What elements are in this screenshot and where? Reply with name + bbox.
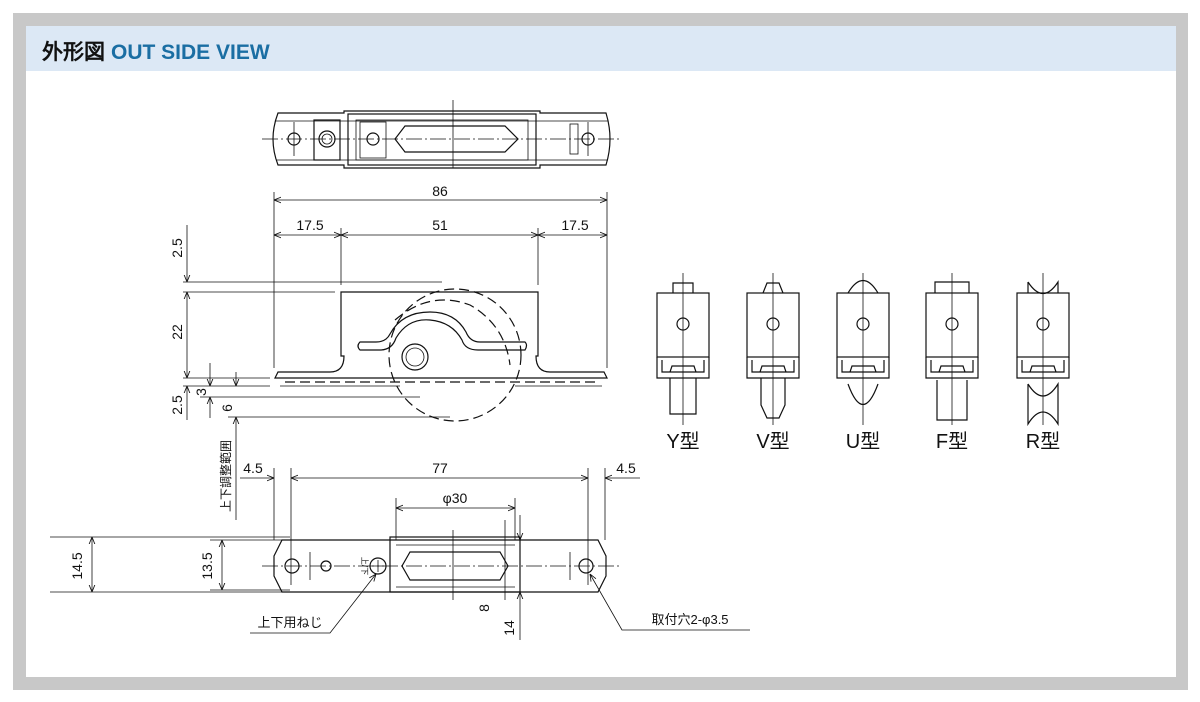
dim-overall-width: 86 bbox=[432, 183, 448, 199]
wheel-type-label: F型 bbox=[936, 430, 968, 453]
dim-wheel-protrusion: 6 bbox=[219, 404, 235, 412]
wheel-type-v: V型 bbox=[746, 273, 800, 453]
wheel-type-u: U型 bbox=[836, 273, 890, 453]
dim-hole-pitch: 77 bbox=[432, 460, 448, 476]
screw-label: 上下用ねじ bbox=[257, 615, 322, 630]
wheel-type-label: R型 bbox=[1026, 430, 1060, 453]
dim-bottom-gap: 2.5 bbox=[169, 395, 185, 415]
wheel-type-r: R型 bbox=[1016, 273, 1070, 453]
dim-left-edge: 4.5 bbox=[243, 460, 263, 476]
dim-outer-height: 14.5 bbox=[69, 552, 85, 579]
dim-housing-width: 14 bbox=[501, 620, 517, 636]
dim-right-offset: 17.5 bbox=[561, 217, 588, 233]
hole-label: 取付穴2-φ3.5 bbox=[651, 612, 728, 627]
dim-wheel-diameter: φ30 bbox=[443, 490, 468, 506]
section-header bbox=[26, 26, 1176, 71]
bottom-view: 4.5 77 4.5 φ30 上/下 14.5 13.5 8 14 bbox=[50, 460, 750, 640]
title-en: OUT SIDE VIEW bbox=[111, 41, 270, 64]
top-view bbox=[262, 100, 620, 169]
screw-mark: 上/下 bbox=[360, 557, 369, 575]
dim-body-height: 22 bbox=[169, 324, 185, 340]
wheel-type-label: V型 bbox=[756, 430, 789, 453]
wheel-type-label: U型 bbox=[846, 430, 880, 453]
dim-wheel-width: 8 bbox=[476, 604, 492, 612]
dim-right-edge: 4.5 bbox=[616, 460, 636, 476]
title-jp: 外形図 bbox=[42, 40, 105, 64]
dim-body-width: 51 bbox=[432, 217, 448, 233]
content-panel bbox=[26, 26, 1176, 677]
wheel-type-y: Y型 bbox=[656, 273, 710, 453]
adjust-range-label: 上下調整範囲 bbox=[218, 440, 233, 512]
section-title: 外形図 OUT SIDE VIEW bbox=[42, 36, 270, 66]
dim-inner-height: 13.5 bbox=[199, 552, 215, 579]
wheel-type-label: Y型 bbox=[666, 430, 699, 453]
wheel-types: Y型 V型 U型 F型 R型 bbox=[656, 273, 1070, 453]
wheel-bottom-shape bbox=[1027, 381, 1059, 427]
dim-rail: 3 bbox=[193, 388, 209, 396]
dim-left-offset: 17.5 bbox=[296, 217, 323, 233]
side-view: 86 17.5 51 17.5 2.5 22 2.5 3 6 上下調整範囲 bbox=[169, 183, 608, 520]
wheel-type-f: F型 bbox=[925, 273, 979, 453]
dim-top-gap: 2.5 bbox=[169, 238, 185, 258]
